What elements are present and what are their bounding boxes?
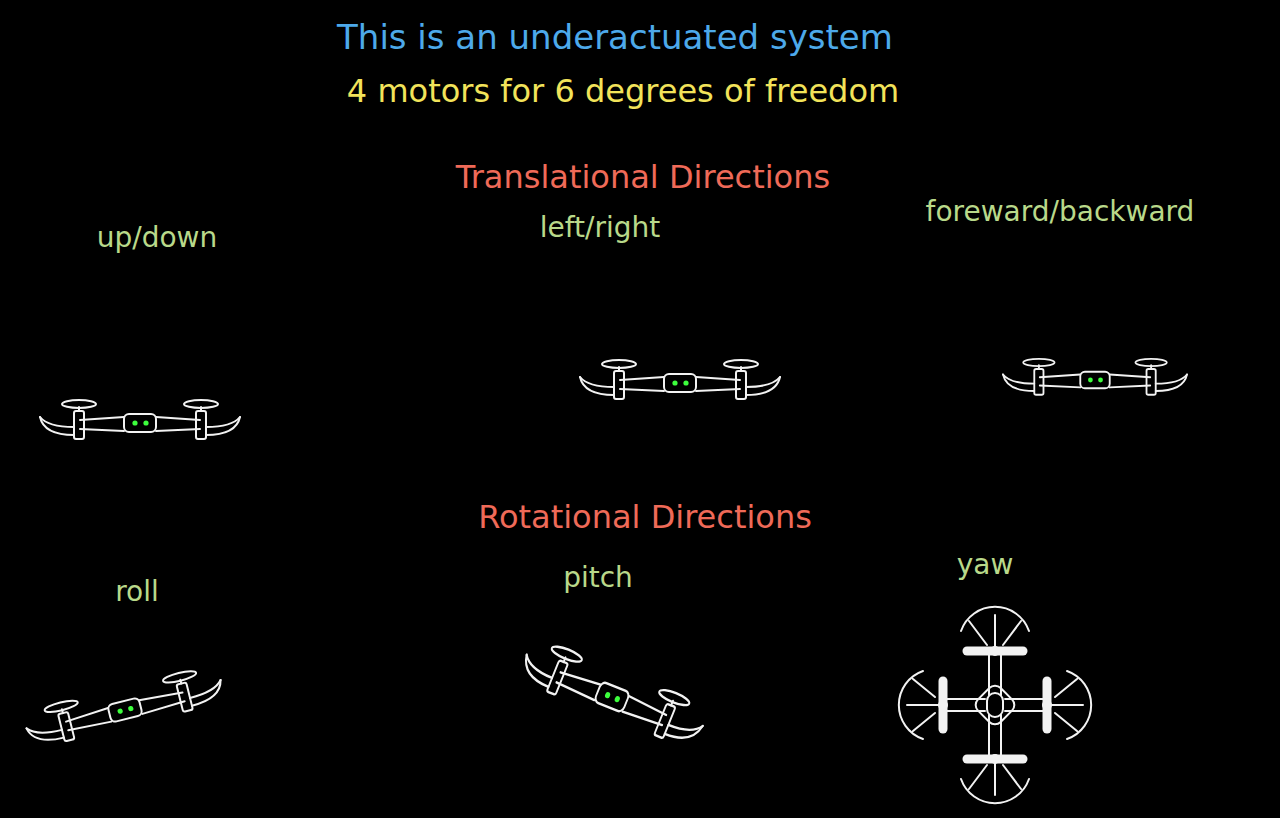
direction-label: roll <box>115 577 159 608</box>
direction-label: pitch <box>563 563 633 594</box>
drone-yaw <box>899 607 1091 803</box>
direction-label: yaw <box>957 550 1014 581</box>
drone-pitch <box>517 636 711 751</box>
direction-label: 4 motors for 6 degrees of freedom <box>347 74 899 109</box>
drone-up-down <box>40 400 240 439</box>
direction-label: Translational Directions <box>456 160 830 195</box>
direction-label: left/right <box>540 213 661 244</box>
drone-left-right <box>580 360 780 399</box>
drone-forward-backward <box>1003 359 1187 395</box>
drone-roll <box>22 663 225 749</box>
direction-label: foreward/backward <box>926 197 1195 228</box>
direction-label: up/down <box>97 223 218 254</box>
direction-label: Rotational Directions <box>478 500 812 535</box>
title-text: This is an underactuated system <box>337 19 893 56</box>
